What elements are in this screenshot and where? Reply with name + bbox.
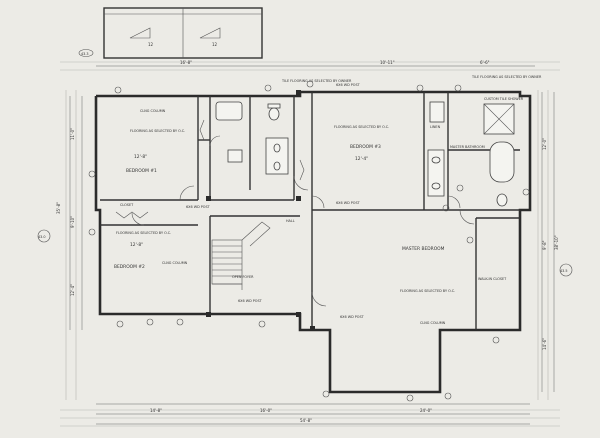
bedroom-3-label: BEDROOM #3	[350, 144, 381, 150]
post-label-3: 6X6 WD POST	[238, 299, 263, 303]
master-bedroom-floor: FLOORING AS SELECTED BY O.C.	[400, 289, 455, 293]
exterior-walls	[94, 90, 532, 394]
master-bedroom-label: MASTER BEDROOM	[402, 246, 445, 252]
elev-right: 43.5	[560, 269, 568, 273]
closet-shelving	[115, 119, 305, 219]
open-foyer-label: OPEN FOYER	[232, 275, 254, 279]
master-bath-floor: TILE FLOORING AS SELECTED BY OWNER	[471, 75, 542, 79]
master-tub-icon	[489, 141, 515, 183]
vanity-icon	[265, 137, 289, 175]
elev-left: 43.0	[38, 235, 46, 239]
bath-2-floor: TILE FLOORING AS SELECTED BY OWNER	[281, 79, 352, 83]
post-label-1: 6X6 WD POST	[186, 205, 211, 209]
elev-top: 43.3	[81, 52, 89, 56]
right-dimensions: 38'-10" 12'-0" 9'-8" 14'-6" 43.5	[541, 92, 573, 392]
dim-right-a: 12'-0"	[542, 138, 547, 150]
linen-label: LINEN	[430, 125, 441, 129]
svg-text:12: 12	[148, 42, 154, 47]
dim-right-total: 38'-10"	[554, 235, 559, 250]
shower-label: CUSTOM TILE SHOWER	[484, 97, 524, 101]
post-label-2: 6X6 WD POST	[336, 201, 361, 205]
post-label-4: 6X6 WD POST	[336, 83, 361, 87]
linen-shelf	[429, 101, 445, 123]
dim-left-total: 35'-8"	[56, 202, 61, 214]
dim-left-c: 12'-4"	[70, 284, 75, 296]
bedroom-3-size: 12'-4"	[355, 156, 368, 162]
bedroom-1-label: BEDROOM #1	[126, 168, 157, 174]
dim-bottom-total: 54'-8"	[300, 418, 312, 423]
bedroom-2-floor: FLOORING AS SELECTED BY O.C.	[116, 231, 171, 235]
dim-bottom-a: 14'-8"	[150, 408, 162, 413]
reference-gridlines	[60, 61, 560, 427]
roof-slope-icon	[129, 27, 151, 39]
section-marker	[37, 229, 51, 243]
dim-right-b: 9'-8"	[542, 240, 547, 250]
toilet-icon	[268, 107, 280, 121]
attic-area: 12 12	[103, 7, 263, 59]
sink-icon	[273, 143, 281, 153]
bedroom-1-size: 12'-8"	[134, 154, 147, 160]
svg-text:12: 12	[212, 42, 218, 47]
master-bedroom-ceiling: CLNG COLUMN	[420, 321, 446, 325]
master-bath-label: MASTER BATHROOM	[450, 145, 485, 149]
closet-label: CLOSET	[120, 203, 134, 207]
staircase	[211, 221, 271, 290]
dim-bottom-c: 24'-0"	[420, 408, 432, 413]
sink-icon	[431, 156, 441, 164]
walk-in-closet-label: WALK-IN CLOSET	[478, 277, 507, 281]
toilet-icon	[496, 193, 508, 207]
column-posts	[206, 90, 315, 331]
post-label-5: 6X6 WD POST	[340, 315, 365, 319]
dim-top-mid: 10'-11"	[380, 60, 395, 65]
door-swings	[131, 135, 475, 307]
interior-walls	[100, 92, 520, 330]
left-dimensions: 35'-8" 11'-0" 9'-10" 12'-4" 43.0	[37, 96, 83, 330]
roof-slope-icon	[199, 27, 221, 39]
dim-left-b: 9'-10"	[70, 216, 75, 228]
master-bath-fixtures	[427, 101, 515, 207]
dim-right-c: 14'-6"	[542, 338, 547, 350]
dim-top-left: 16'-8"	[180, 60, 192, 65]
elevation-marker	[78, 49, 94, 57]
dim-left-a: 11'-0"	[70, 128, 75, 140]
window-markers	[88, 80, 530, 402]
hall-label: HALL	[286, 219, 295, 223]
sink-icon	[273, 161, 281, 171]
bedroom-2-label: BEDROOM #2	[114, 264, 145, 270]
room-labels: FLOORING AS SELECTED BY O.C. 12'-8" BEDR…	[114, 75, 542, 325]
dim-bottom-b: 16'-0"	[260, 408, 272, 413]
bedroom-2-ceiling: CLNG COLUMN	[162, 261, 188, 265]
dim-top-right: 6'-6"	[480, 60, 490, 65]
bedroom-1-ceiling: CLNG COLUMN	[140, 109, 166, 113]
section-marker	[559, 263, 573, 277]
bedroom-1-floor: FLOORING AS SELECTED BY O.C.	[130, 129, 185, 133]
bottom-dimensions: 14'-8" 16'-0" 24'-0" 54'-8"	[96, 403, 530, 425]
bath-2-fixtures	[215, 101, 289, 175]
top-dimensions: 16'-8" 10'-11" 6'-6" 43.3	[78, 49, 535, 67]
bedroom-3-floor: FLOORING AS SELECTED BY O.C.	[334, 125, 389, 129]
bedroom-2-size: 12'-8"	[130, 242, 143, 248]
sink-icon	[431, 182, 441, 190]
bathtub-icon	[215, 101, 243, 121]
